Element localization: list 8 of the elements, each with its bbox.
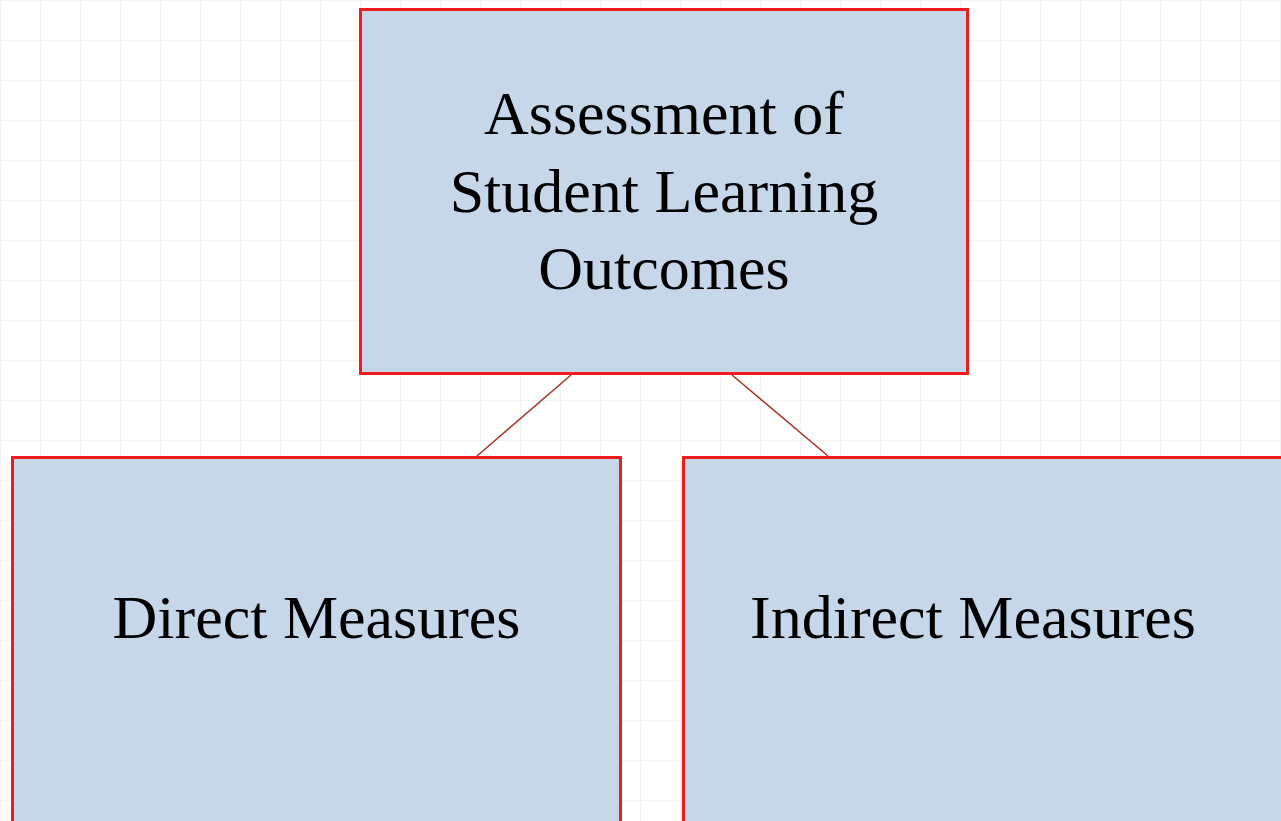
text-box	[682, 456, 1281, 821]
text-box	[359, 8, 969, 375]
box-label: Assessment of Student Learning Outcomes	[448, 78, 880, 305]
connector-line	[476, 374, 572, 457]
box-label: Direct Measures	[112, 582, 521, 654]
text-box	[11, 456, 622, 821]
box-label: Indirect Measures	[750, 582, 1196, 654]
connector-line	[731, 374, 829, 457]
